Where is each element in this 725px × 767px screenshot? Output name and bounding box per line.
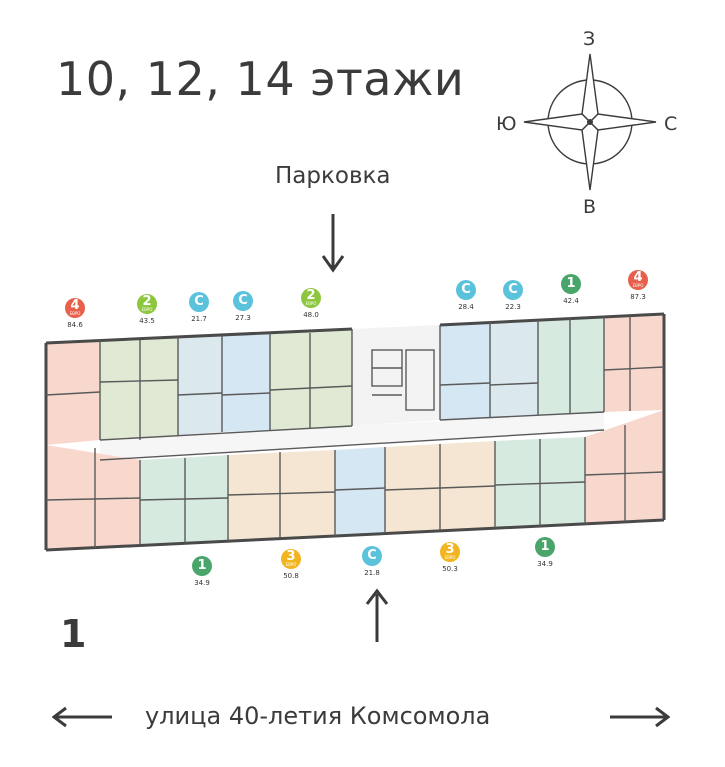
badge-type: С bbox=[194, 294, 204, 309]
badge-euro: ЕВРО bbox=[69, 311, 81, 316]
badge-euro: ЕВРО bbox=[632, 283, 644, 288]
badge-type: С bbox=[461, 282, 471, 297]
area-top-4: 27.3 bbox=[235, 314, 251, 322]
area-top-7: 22.3 bbox=[505, 303, 521, 311]
badge-type: 1 bbox=[566, 276, 576, 291]
area-top-3: 21.7 bbox=[191, 315, 207, 323]
core-top bbox=[352, 325, 440, 426]
compass bbox=[488, 24, 688, 224]
apt-top-1room bbox=[538, 317, 604, 415]
badge-euro: ЕВРО bbox=[285, 562, 297, 567]
area-bottom-5: 34.9 bbox=[537, 560, 553, 568]
area-top-5: 48.0 bbox=[303, 311, 319, 319]
street-left-arrow-icon bbox=[52, 706, 112, 728]
area-top-8: 42.4 bbox=[563, 297, 579, 305]
street-label: улица 40-летия Комсомола bbox=[145, 702, 491, 730]
badge-top-8[interactable]: 1 bbox=[561, 274, 581, 294]
badge-bottom-5[interactable]: 1 bbox=[535, 537, 555, 557]
compass-west-label: Ю bbox=[496, 113, 517, 135]
apt-top-4room-left bbox=[46, 340, 100, 445]
parking-label: Парковка bbox=[275, 163, 391, 189]
section-number: 1 bbox=[60, 612, 87, 656]
badge-type: 2 bbox=[142, 294, 152, 309]
apt-bottom-3room-a bbox=[228, 450, 335, 541]
floor-plan-title: 10, 12, 14 этажи bbox=[56, 52, 465, 106]
area-top-2: 43.5 bbox=[139, 317, 155, 325]
badge-bottom-1[interactable]: 1 bbox=[192, 556, 212, 576]
badge-type: 3 bbox=[445, 542, 455, 557]
compass-east-label: С bbox=[664, 113, 678, 135]
apt-top-2room-b bbox=[270, 329, 352, 430]
badge-euro: ЕВРО bbox=[305, 301, 317, 306]
area-top-6: 28.4 bbox=[458, 303, 474, 311]
badge-top-7[interactable]: С bbox=[503, 280, 523, 300]
entrance-arrow-icon bbox=[365, 588, 389, 642]
parking-arrow-icon bbox=[321, 214, 345, 273]
badge-type: С bbox=[238, 293, 248, 308]
compass-south-label: В bbox=[583, 196, 597, 218]
apt-top-studio-a bbox=[178, 335, 222, 435]
badge-type: 4 bbox=[70, 298, 80, 313]
badge-type: 3 bbox=[286, 549, 296, 564]
apt-bottom-studio bbox=[335, 447, 385, 536]
area-bottom-1: 34.9 bbox=[194, 579, 210, 587]
area-top-1: 84.6 bbox=[67, 321, 83, 329]
compass-rose-icon bbox=[523, 53, 657, 191]
badge-top-6[interactable]: С bbox=[456, 280, 476, 300]
area-bottom-2: 50.8 bbox=[283, 572, 299, 580]
apt-top-2room-a bbox=[100, 337, 178, 440]
compass-north-label: З bbox=[583, 28, 596, 50]
badge-top-4[interactable]: С bbox=[233, 291, 253, 311]
area-bottom-4: 50.3 bbox=[442, 565, 458, 573]
badge-euro: ЕВРО bbox=[444, 555, 456, 560]
apt-bottom-1room-a bbox=[140, 455, 228, 545]
badge-type: 4 bbox=[633, 270, 643, 285]
area-top-9: 87.3 bbox=[630, 293, 646, 301]
badge-top-3[interactable]: С bbox=[189, 292, 209, 312]
apt-top-studio-c bbox=[440, 322, 490, 420]
street-right-arrow-icon bbox=[610, 706, 670, 728]
badge-type: С bbox=[367, 548, 377, 563]
badge-bottom-3[interactable]: С bbox=[362, 546, 382, 566]
badge-type: 1 bbox=[540, 539, 550, 554]
badge-type: С bbox=[508, 282, 518, 297]
badge-euro: ЕВРО bbox=[141, 307, 153, 312]
corridor bbox=[100, 412, 604, 460]
badge-type: 1 bbox=[197, 558, 207, 573]
badge-type: 2 bbox=[306, 288, 316, 303]
apt-top-studio-b bbox=[222, 333, 270, 432]
apt-top-4room-right bbox=[604, 314, 664, 412]
apt-bottom-4room-left bbox=[46, 445, 140, 550]
area-bottom-3: 21.8 bbox=[364, 569, 380, 577]
apt-top-studio-d bbox=[490, 320, 538, 418]
